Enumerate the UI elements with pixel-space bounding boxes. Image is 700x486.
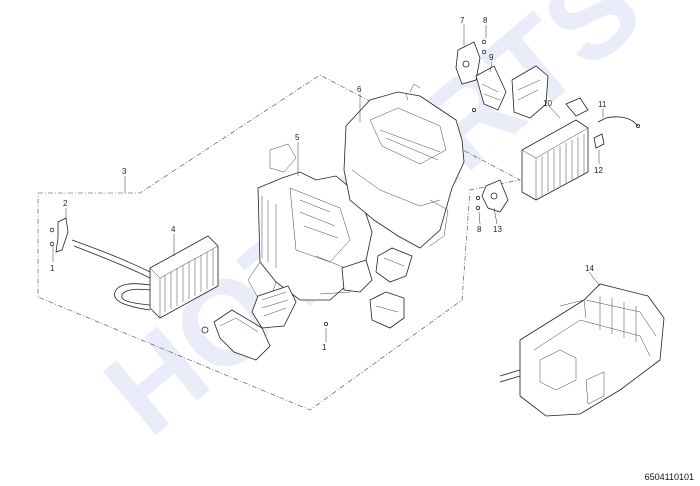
callout-labels: 1 2 3 4 5 6 7 8 9 10 11 12 1 8 13 14	[50, 16, 607, 352]
callout-10: 10	[543, 99, 552, 108]
callout-13: 13	[493, 225, 502, 234]
screw-marks	[323, 195, 480, 326]
heater-core-part-4	[71, 235, 219, 319]
callout-6: 6	[357, 85, 362, 94]
callout-9: 9	[489, 53, 494, 62]
actuator-part-7	[455, 39, 487, 85]
evaporator-part-10	[521, 97, 589, 201]
upper-case-part-6	[343, 83, 465, 249]
callout-12: 12	[594, 166, 603, 175]
callout-14: 14	[585, 264, 594, 273]
callout-3: 3	[122, 167, 127, 176]
callout-4: 4	[171, 225, 176, 234]
callout-11: 11	[598, 100, 607, 109]
callout-7: 7	[460, 16, 465, 25]
clip-part-12	[593, 133, 605, 149]
duct-elbow	[511, 65, 549, 119]
callout-8a: 8	[483, 16, 488, 25]
actuator-part-13	[481, 179, 509, 213]
callout-5: 5	[295, 133, 300, 142]
door-piece	[341, 247, 413, 329]
drawing-code: 6504110101	[644, 472, 694, 482]
sensor-part-11	[597, 116, 641, 129]
leader-lines	[52, 24, 604, 342]
callout-1b: 1	[322, 343, 327, 352]
callout-1a: 1	[50, 264, 55, 273]
actuator-part-9	[471, 65, 507, 113]
assembled-unit-part-14	[499, 283, 665, 417]
callout-8b: 8	[477, 225, 482, 234]
group-outline-3	[37, 74, 521, 411]
lower-duct-piece	[201, 309, 271, 361]
duct-piece	[251, 285, 297, 329]
callout-2: 2	[63, 199, 68, 208]
